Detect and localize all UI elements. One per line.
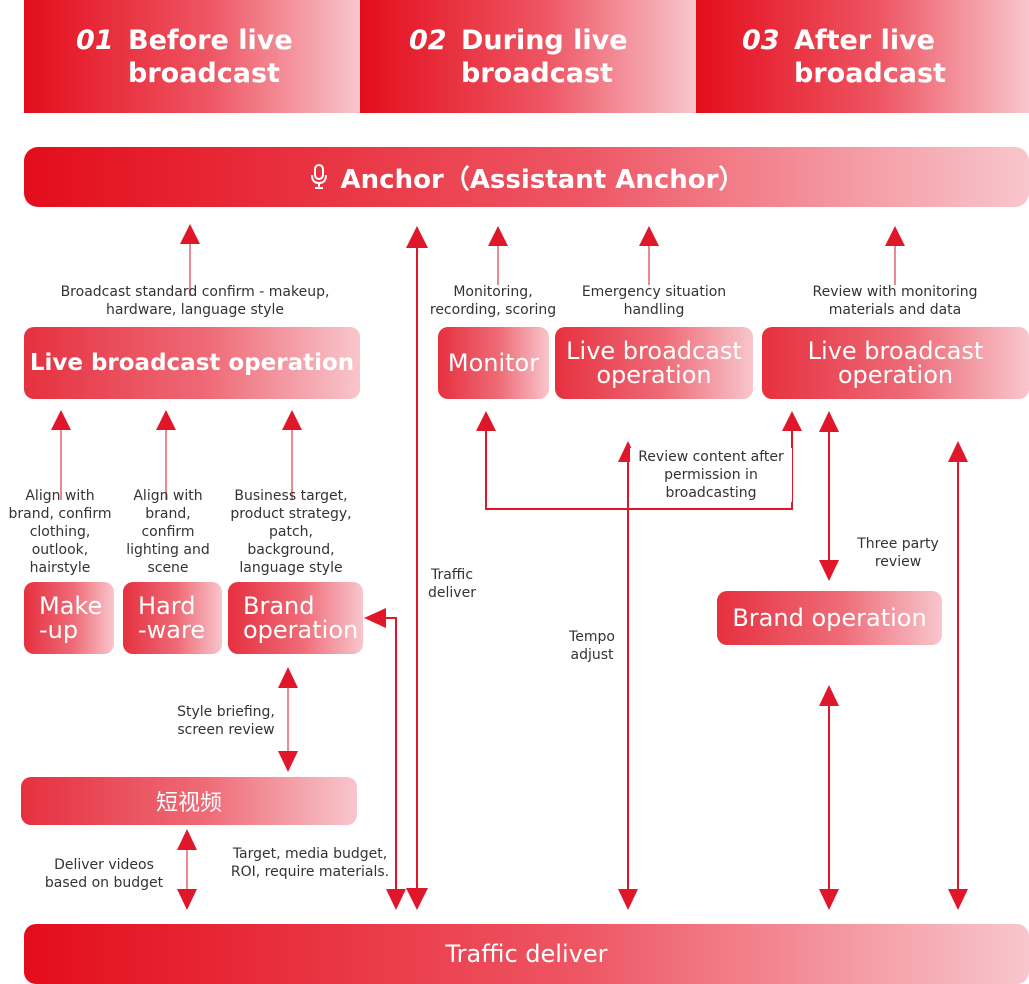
- phase-header-during: 02 During live broadcast: [360, 0, 696, 113]
- arrow-brand-traffic: [819, 685, 839, 910]
- label-broadcast-standard: Broadcast standard confirm - makeup, har…: [60, 284, 330, 318]
- phase-number: 02: [409, 25, 447, 56]
- brand-operation-after: Brand operation: [717, 591, 942, 645]
- brand-operation-before: Brand operation: [228, 582, 363, 654]
- label-style-briefing: Style briefing, screen review: [177, 704, 275, 738]
- box-label: Live broadcast operation: [807, 337, 984, 389]
- monitor-box: Monitor: [438, 327, 549, 399]
- box-label: Live broadcast operation: [566, 337, 742, 389]
- microphone-icon: [309, 164, 329, 190]
- label-monitoring: Monitoring, recording, scoring: [429, 284, 557, 318]
- arrow-up-emergency: [639, 226, 659, 285]
- arrow-up-review-monitoring: [885, 226, 905, 285]
- arrow-deliver-videos: [177, 829, 197, 910]
- phase-header-after: 03 After live broadcast: [696, 0, 1029, 113]
- box-label: Brand operation: [243, 592, 359, 644]
- hardware-box: Hard -ware: [123, 582, 222, 654]
- phase-header-before: 01 Before live broadcast: [24, 0, 360, 113]
- label-emergency: Emergency situation handling: [581, 284, 727, 318]
- arrow-tempo-adjust: [618, 441, 638, 910]
- arrow-up-broadcast-standard: [180, 224, 200, 296]
- phase-title: After live broadcast: [794, 25, 946, 89]
- arrow-three-party: [819, 411, 839, 581]
- box-label: Brand operation: [732, 604, 927, 632]
- label-business-target: Business target, product strategy, patch…: [230, 488, 352, 576]
- box-label: Make -up: [39, 592, 103, 644]
- phase-title: During live broadcast: [461, 25, 628, 89]
- arrow-up-brand: [282, 410, 302, 500]
- arrow-review-content: [476, 411, 802, 510]
- phase-number: 01: [76, 25, 114, 56]
- live-broadcast-operation-after: Live broadcast operation: [762, 327, 1029, 399]
- arrow-up-monitoring: [488, 226, 508, 285]
- box-label: Hard -ware: [138, 592, 206, 644]
- box-label: Live broadcast operation: [29, 350, 355, 376]
- anchor-label: Anchor（Assistant Anchor）: [340, 164, 745, 195]
- label-deliver-videos: Deliver videos based on budget: [44, 857, 164, 891]
- arrow-style-briefing: [278, 667, 298, 772]
- anchor-bar: Anchor（Assistant Anchor）: [24, 147, 1029, 207]
- label-review-monitoring: Review with monitoring materials and dat…: [812, 284, 978, 318]
- box-label: Monitor: [447, 349, 540, 377]
- traffic-deliver-bar: Traffic deliver: [24, 924, 1029, 984]
- short-video-box: 短视频: [21, 777, 357, 825]
- phase-title: Before live broadcast: [128, 25, 293, 89]
- arrow-up-makeup: [51, 410, 71, 500]
- box-label: 短视频: [155, 791, 222, 816]
- label-align-makeup: Align with brand, confirm clothing, outl…: [8, 488, 112, 576]
- arrow-after-traffic: [948, 441, 968, 910]
- label-tempo-adjust: Tempo adjust: [569, 629, 615, 663]
- label-three-party: Three party review: [857, 536, 939, 570]
- arrow-up-hardware: [156, 410, 176, 500]
- makeup-box: Make -up: [24, 582, 114, 654]
- phase-number: 03: [742, 25, 780, 56]
- label-align-hardware: Align with brand, confirm lighting and s…: [126, 488, 210, 576]
- box-label: Traffic deliver: [445, 940, 608, 968]
- arrow-target-media: [364, 608, 406, 910]
- label-target-media: Target, media budget, ROI, require mater…: [230, 846, 390, 880]
- arrow-traffic-deliver: [406, 226, 428, 910]
- label-review-content: Review content after permission in broad…: [630, 448, 792, 502]
- live-broadcast-operation-during: Live broadcast operation: [555, 327, 753, 399]
- label-traffic-deliver: Traffic deliver: [428, 567, 476, 601]
- live-broadcast-operation-before: Live broadcast operation: [24, 327, 360, 399]
